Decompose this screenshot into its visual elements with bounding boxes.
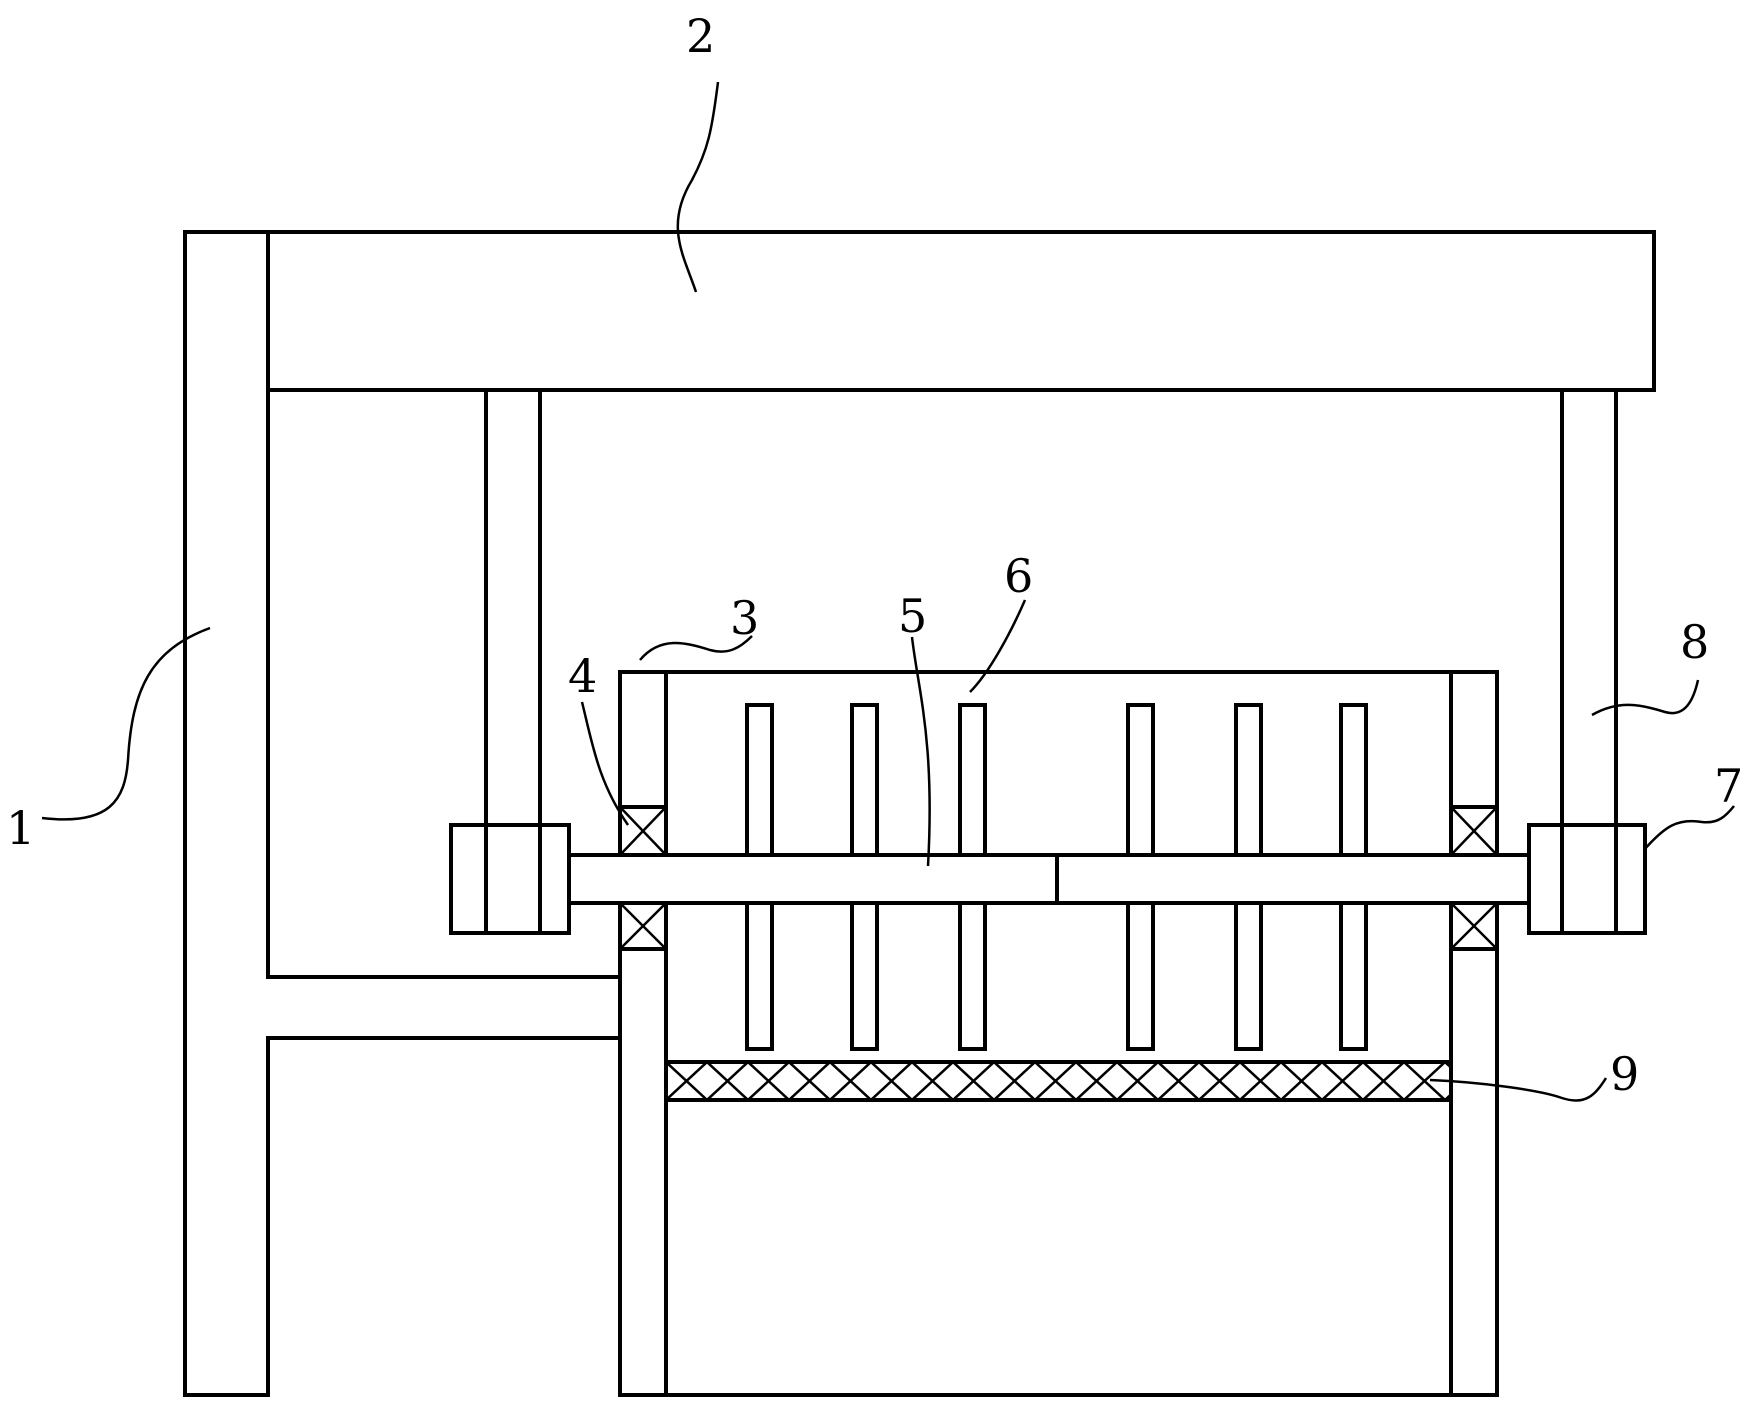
callout-label-1: 1 bbox=[6, 801, 35, 855]
paddle-lower-row bbox=[745, 901, 1368, 1051]
leader-8 bbox=[1591, 679, 1700, 717]
bearing-top-left bbox=[618, 805, 668, 857]
callout-label-6: 6 bbox=[1004, 549, 1033, 603]
bearing-bottom-left bbox=[618, 901, 668, 951]
callout-label-7: 7 bbox=[1714, 759, 1743, 813]
callout-label-9: 9 bbox=[1610, 1047, 1639, 1101]
leader-7 bbox=[1643, 805, 1735, 851]
frame bbox=[183, 230, 622, 1397]
right-motor-housing bbox=[1527, 823, 1647, 935]
right-hanger-arm bbox=[1560, 388, 1618, 935]
callout-label-4: 4 bbox=[568, 649, 597, 703]
shaft bbox=[567, 853, 1531, 905]
leader-6 bbox=[969, 599, 1027, 693]
leader-4 bbox=[580, 701, 630, 826]
tank bbox=[618, 670, 1499, 1397]
leader-2 bbox=[676, 81, 720, 293]
leader-5 bbox=[910, 636, 931, 867]
bearing-bottom-right bbox=[1449, 901, 1499, 951]
callout-label-2: 2 bbox=[686, 9, 715, 63]
leader-lines bbox=[41, 81, 1735, 1102]
callout-labels: 1 2 3 4 5 6 7 8 9 bbox=[6, 9, 1743, 1101]
left-hanger-arm bbox=[484, 388, 542, 935]
leader-1 bbox=[41, 626, 211, 821]
leader-3 bbox=[639, 635, 753, 661]
leader-9 bbox=[1429, 1077, 1608, 1102]
paddle-upper-row bbox=[745, 703, 1368, 857]
filter-mesh bbox=[666, 1060, 1451, 1102]
top-plate bbox=[266, 230, 1656, 392]
bearings bbox=[618, 805, 1499, 951]
bearing-top-right bbox=[1449, 805, 1499, 857]
callout-label-3: 3 bbox=[730, 591, 759, 645]
callout-label-5: 5 bbox=[898, 589, 927, 643]
left-motor-housing bbox=[449, 823, 571, 935]
callout-label-8: 8 bbox=[1680, 615, 1709, 669]
